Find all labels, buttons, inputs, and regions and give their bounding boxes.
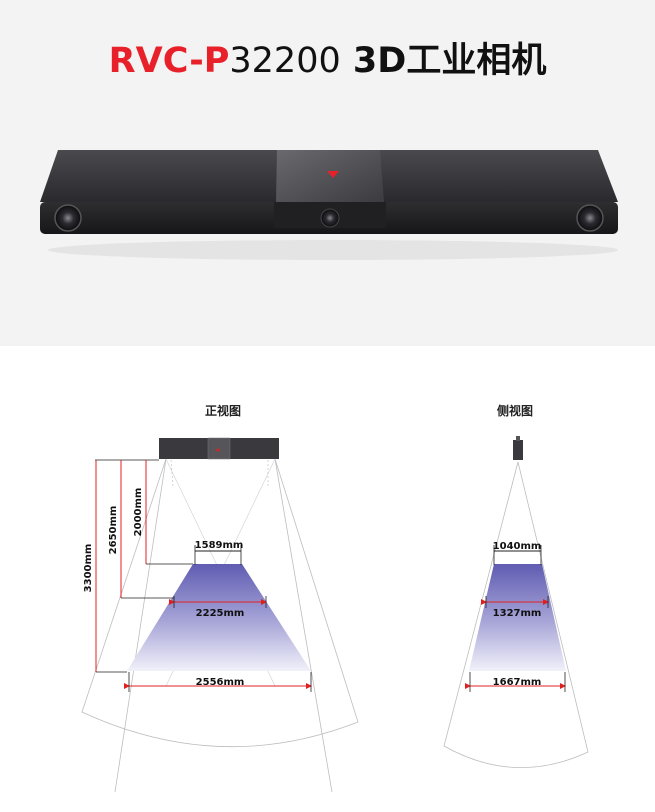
side-working-volume: [469, 564, 566, 671]
left-lens-icon: [54, 204, 82, 232]
side-view-title: 侧视图: [497, 404, 534, 418]
side-view: 1040mm 1327mm 1667mm: [443, 436, 589, 769]
title-model-number: 32200: [229, 41, 341, 81]
right-lens-icon: [576, 204, 604, 232]
front-dashed-lines: [170, 459, 269, 487]
front-working-volume: [127, 564, 311, 671]
side-width-mid-label: 1327mm: [493, 608, 542, 619]
title-product-name: 3D工业相机: [340, 41, 547, 81]
front-inner-fov: [114, 458, 333, 793]
height-near-label: 2000mm: [133, 488, 144, 537]
front-outer-fov: [81, 458, 359, 748]
page-title: RVC-P32200 3D工业相机: [0, 40, 655, 82]
front-camera-logo-dot: [216, 448, 220, 452]
fov-diagram: 2000mm 2650mm 3300mm 1589mm 2225mm 2556m…: [81, 436, 589, 793]
projector-lens-icon: [320, 208, 340, 228]
side-camera-icon: [513, 440, 523, 460]
front-camera-panel: [207, 437, 231, 460]
logo-icon: [327, 171, 339, 178]
width-near-label: 1589mm: [195, 540, 244, 551]
width-far-label: 2556mm: [196, 677, 245, 688]
product-photo: [40, 150, 618, 260]
side-width-far-label: 1667mm: [493, 677, 542, 688]
side-outer-fov: [443, 461, 589, 769]
camera-center-panel: [276, 150, 384, 202]
height-far-label: 3300mm: [83, 544, 94, 593]
front-view-title: 正视图: [205, 404, 242, 418]
side-camera-top: [516, 436, 520, 441]
product-header-section: RVC-P32200 3D工业相机: [0, 0, 655, 346]
camera-shadow: [48, 240, 618, 260]
title-brand: RVC-P: [108, 41, 230, 81]
front-view: 2000mm 2650mm 3300mm 1589mm 2225mm 2556m…: [81, 437, 359, 793]
width-mid-label: 2225mm: [196, 608, 245, 619]
side-width-near-label: 1040mm: [493, 541, 542, 552]
height-mid-label: 2650mm: [108, 506, 119, 555]
